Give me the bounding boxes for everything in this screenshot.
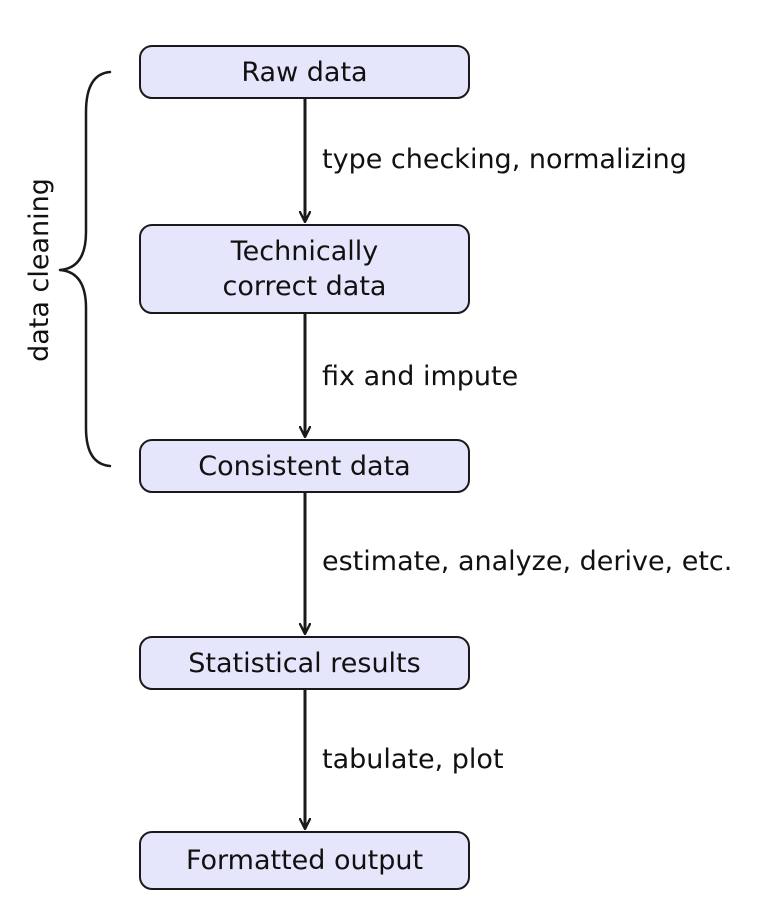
node-formatted-output: Formatted output — [139, 831, 470, 890]
edge-label-tabulate-plot: tabulate, plot — [322, 744, 504, 775]
node-technically-correct-data-label-line1: Technically — [230, 236, 379, 267]
edge-label-estimate-analyze: estimate, analyze, derive, etc. — [322, 546, 733, 577]
node-consistent-data: Consistent data — [139, 439, 470, 493]
node-statistical-results: Statistical results — [139, 636, 470, 690]
node-technically-correct-data: Technically correct data — [139, 224, 470, 314]
node-raw-data-label: Raw data — [241, 56, 368, 88]
node-statistical-results-label: Statistical results — [188, 647, 421, 679]
data-cleaning-brace — [58, 70, 112, 468]
edge-label-type-checking: type checking, normalizing — [322, 144, 687, 175]
data-cleaning-label: data cleaning — [24, 178, 55, 362]
node-consistent-data-label: Consistent data — [198, 450, 411, 482]
node-formatted-output-label: Formatted output — [185, 845, 424, 876]
edge-label-fix-and-impute: fix and impute — [322, 361, 519, 392]
node-raw-data: Raw data — [139, 45, 470, 99]
node-technically-correct-data-label-line2: correct data — [222, 271, 387, 302]
